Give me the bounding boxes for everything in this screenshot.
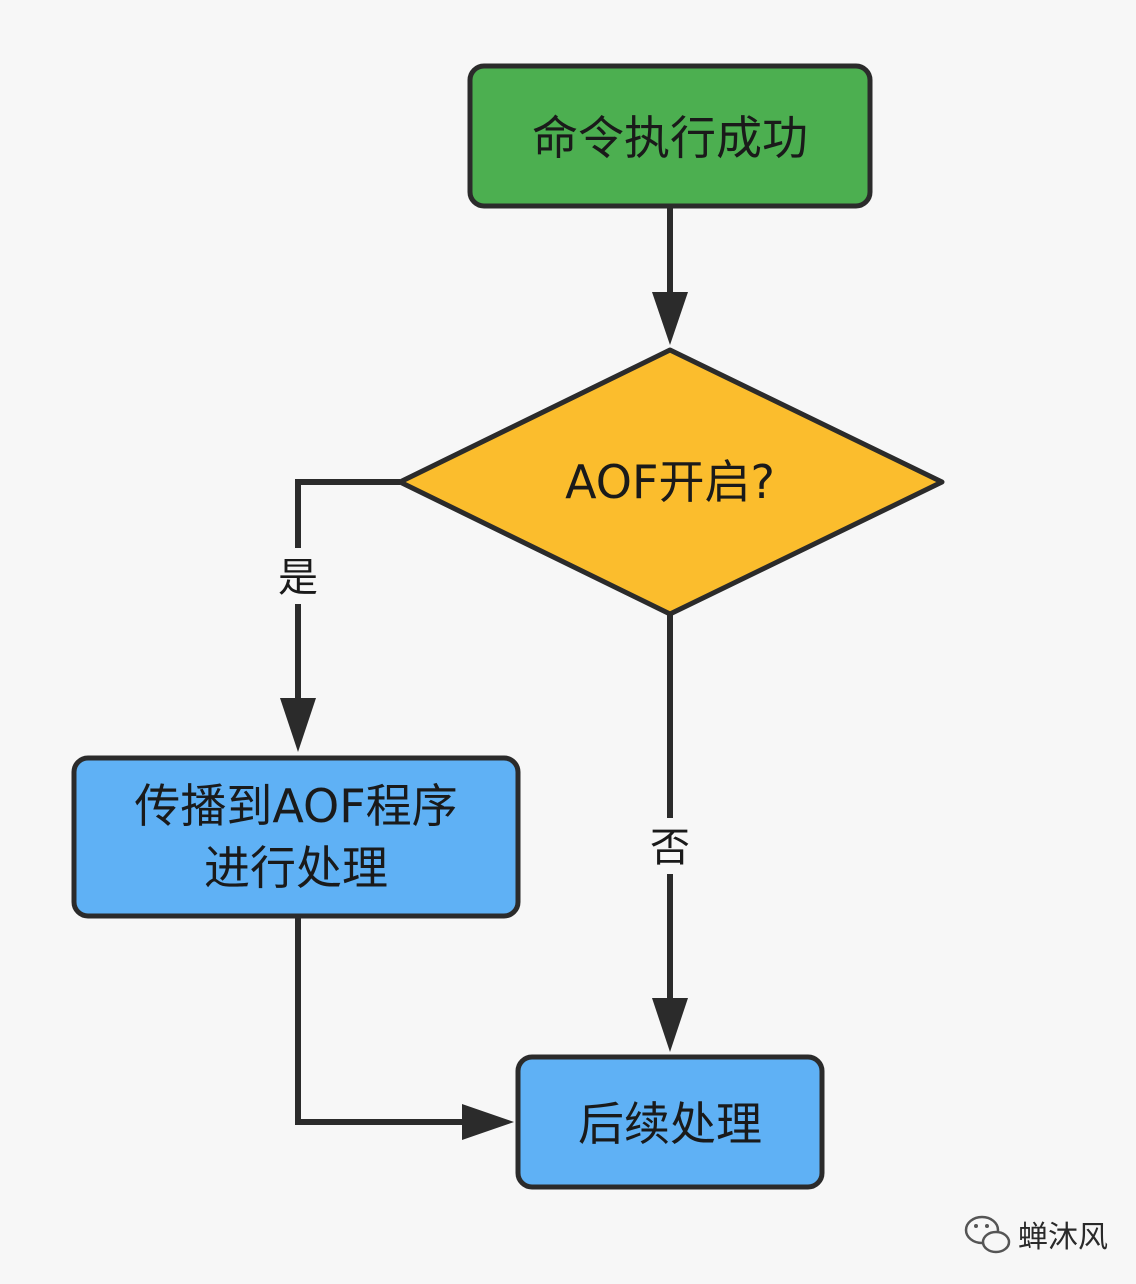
arrow-down-icon [652, 998, 688, 1052]
edge-label-yes: 是 [278, 555, 318, 601]
node-start: 命令执行成功 [467, 63, 873, 209]
edge-propagate-to-followup [295, 918, 514, 1140]
node-propagate-label-line1: 传播到AOF程序 [134, 779, 457, 833]
edge-yes: 是 [268, 479, 400, 752]
arrow-right-icon [462, 1104, 514, 1140]
node-propagate-label-line2: 进行处理 [204, 841, 388, 895]
watermark: 蝉沐风 [964, 1215, 1108, 1255]
node-followup-label: 后续处理 [578, 1097, 762, 1151]
edge-start-to-decision [652, 208, 688, 345]
edge-label-no: 否 [650, 825, 690, 871]
node-decision-label: AOF开启? [565, 455, 775, 509]
arrow-down-icon [280, 698, 316, 752]
node-followup: 后续处理 [515, 1054, 825, 1190]
node-start-label: 命令执行成功 [532, 111, 808, 165]
edge-no: 否 [640, 615, 700, 1052]
watermark-label: 蝉沐风 [1018, 1220, 1108, 1255]
node-propagate: 传播到AOF程序 进行处理 [71, 755, 521, 919]
arrow-down-icon [652, 292, 688, 345]
node-decision: AOF开启? [397, 347, 945, 617]
wechat-icon [964, 1215, 1011, 1254]
